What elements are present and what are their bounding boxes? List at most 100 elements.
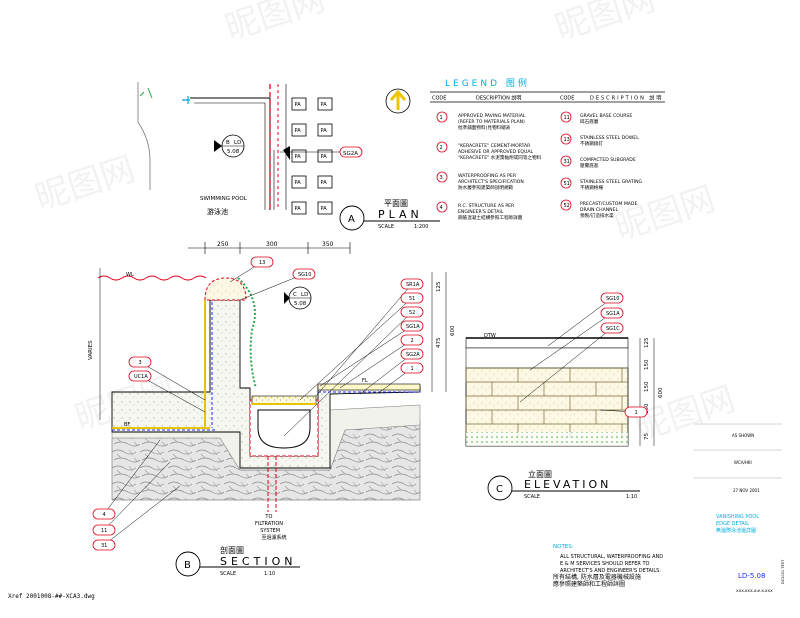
tag-bubble bbox=[292, 268, 316, 280]
legend-desc-line: ENGINEER'S DETAIL bbox=[458, 209, 504, 215]
legend-desc-line: R.C. STRUCTURE AS PER bbox=[458, 203, 515, 209]
tag-bubble bbox=[400, 292, 424, 304]
title-block-side-ref: D01001 TEST bbox=[781, 559, 785, 584]
notes-line: ALL STRUCTURAL, WATERPROOFING AND bbox=[560, 554, 663, 560]
legend-desc-line: 批準鋪面物料(見物料總表 bbox=[458, 124, 511, 131]
tag-leader-line bbox=[103, 485, 181, 546]
legend-code-circle bbox=[560, 111, 572, 123]
tag-bubble bbox=[600, 307, 624, 319]
legend-title: LEGEND 图例 bbox=[445, 77, 530, 89]
tag-bubble bbox=[600, 292, 624, 304]
legend-col-desc-right: DESCRIPTION 説明 bbox=[590, 95, 663, 102]
legend-desc-line: APPROVED PAVING MATERIAL bbox=[458, 113, 526, 119]
tag-label: 2 bbox=[411, 338, 414, 344]
paving-tile-label: PA bbox=[321, 154, 328, 160]
title-block-file-ref: XXX-XXX-##-X-XXX bbox=[736, 588, 773, 593]
legend-desc-line: 防水層參照建築師說明規範 bbox=[458, 184, 514, 191]
section-callout-sheet: LD bbox=[301, 292, 308, 298]
paving-tile-label: PA bbox=[295, 102, 302, 108]
legend-code: 11 bbox=[564, 115, 570, 121]
tag-label: 11 bbox=[101, 528, 107, 534]
section-callout-no: 5.08 bbox=[294, 301, 307, 307]
legend-desc-line: STAINLESS STEEL DOWEL bbox=[580, 135, 639, 141]
legend-code-circle bbox=[560, 177, 572, 189]
drain-channel bbox=[257, 409, 311, 449]
title-block-date: 27 NOV 2001 bbox=[733, 488, 760, 493]
tag-label: 31 bbox=[101, 543, 107, 549]
drawing-title-line: 無邊際泳池邊詳圖 bbox=[716, 527, 756, 534]
legend-code: 31 bbox=[564, 159, 570, 165]
notes-line: ARCHITECT'S AND ENGINEER'S DETAILS. bbox=[560, 568, 661, 574]
tag-bubble bbox=[400, 334, 424, 346]
tag-leader-line bbox=[139, 361, 206, 401]
paving-tile-label: PA bbox=[321, 180, 328, 186]
elevation-dim-segment: 150 bbox=[644, 403, 650, 414]
pool-corner-mark bbox=[182, 96, 190, 104]
tag-bubble bbox=[250, 256, 274, 268]
paving-tile bbox=[317, 175, 333, 189]
paving-tile-label: PA bbox=[295, 128, 302, 134]
paving-tile bbox=[291, 201, 307, 215]
paving-tile-label: PA bbox=[321, 102, 328, 108]
drawing-title-line: EDGE DETAIL bbox=[716, 521, 749, 527]
tag-bubble bbox=[400, 362, 424, 374]
legend-col-code-left: CODE bbox=[432, 96, 446, 102]
elevation-grass bbox=[466, 432, 628, 446]
section-title-block: B 剖面圖 SECTION SCALE 1:10 bbox=[175, 545, 300, 577]
elevation-dim-total: 600 bbox=[658, 387, 664, 398]
pool-label-cn: 游泳池 bbox=[207, 207, 228, 216]
elevation-dim-segment: 150 bbox=[644, 381, 650, 392]
legend-desc-line: ARCHITECT'S SPECIFICATION bbox=[458, 179, 524, 185]
plan-ref-tag-text: SG2A bbox=[343, 151, 358, 157]
section-dim-top: 250 bbox=[217, 241, 229, 248]
legend-desc-line: "KERACRETE" 水泥漿黏劑或同等之物料 bbox=[458, 154, 542, 161]
paving-tile-label: PA bbox=[295, 206, 302, 212]
pool-edge-inner bbox=[194, 102, 266, 210]
tag-bubble bbox=[92, 524, 116, 536]
section-wl-label: WL bbox=[126, 272, 134, 278]
plan-scale-value: 1:200 bbox=[414, 224, 428, 230]
tag-label: 1 bbox=[635, 410, 638, 416]
tag-bubble bbox=[128, 370, 152, 382]
elevation-scale-label: SCALE bbox=[524, 494, 540, 500]
tag-label: SG1A bbox=[406, 324, 420, 330]
paving-tile bbox=[291, 149, 307, 163]
legend-code-circle bbox=[560, 133, 572, 145]
tag-label: SG2A bbox=[406, 352, 420, 358]
tag-label: SR1A bbox=[406, 282, 420, 288]
notes-line: 所有結構, 防水層及電器機械設施 bbox=[553, 573, 641, 581]
section-dim-top: 350 bbox=[322, 241, 334, 248]
tag-label: 51 bbox=[409, 296, 415, 302]
legend-desc-line: (REFER TO MATERIALS PLAN) bbox=[458, 119, 525, 125]
plan-section-ref-letter: B bbox=[226, 140, 230, 146]
coping-stone bbox=[204, 277, 247, 301]
section-dim-right: 125 bbox=[436, 281, 442, 292]
legend-desc-line: PRECAST/CUSTOM MADE bbox=[580, 201, 637, 207]
paving-tile bbox=[291, 175, 307, 189]
tag-leader-line bbox=[359, 353, 413, 395]
xref-footer: Xref 2001008-##-XCA3.dwg bbox=[8, 593, 95, 600]
tag-label: 13 bbox=[259, 260, 265, 266]
section-callout-letter: C bbox=[293, 292, 297, 298]
tag-leader-line bbox=[519, 327, 613, 403]
water-line bbox=[97, 275, 207, 281]
legend-desc-line: COMPACTED SUBGRADE bbox=[580, 157, 636, 163]
plan-section-ref-sheet: LD bbox=[234, 140, 241, 146]
tag-label: SG10 bbox=[606, 296, 619, 302]
legend-desc-line: GRAVEL BASE COURSE bbox=[580, 113, 632, 119]
tag-bubble bbox=[400, 320, 424, 332]
section-dim-right: 600 bbox=[450, 325, 456, 336]
filtration-line: SYSTEM bbox=[260, 528, 280, 534]
legend-code: 4 bbox=[440, 205, 443, 211]
tag-bubble bbox=[92, 539, 116, 551]
